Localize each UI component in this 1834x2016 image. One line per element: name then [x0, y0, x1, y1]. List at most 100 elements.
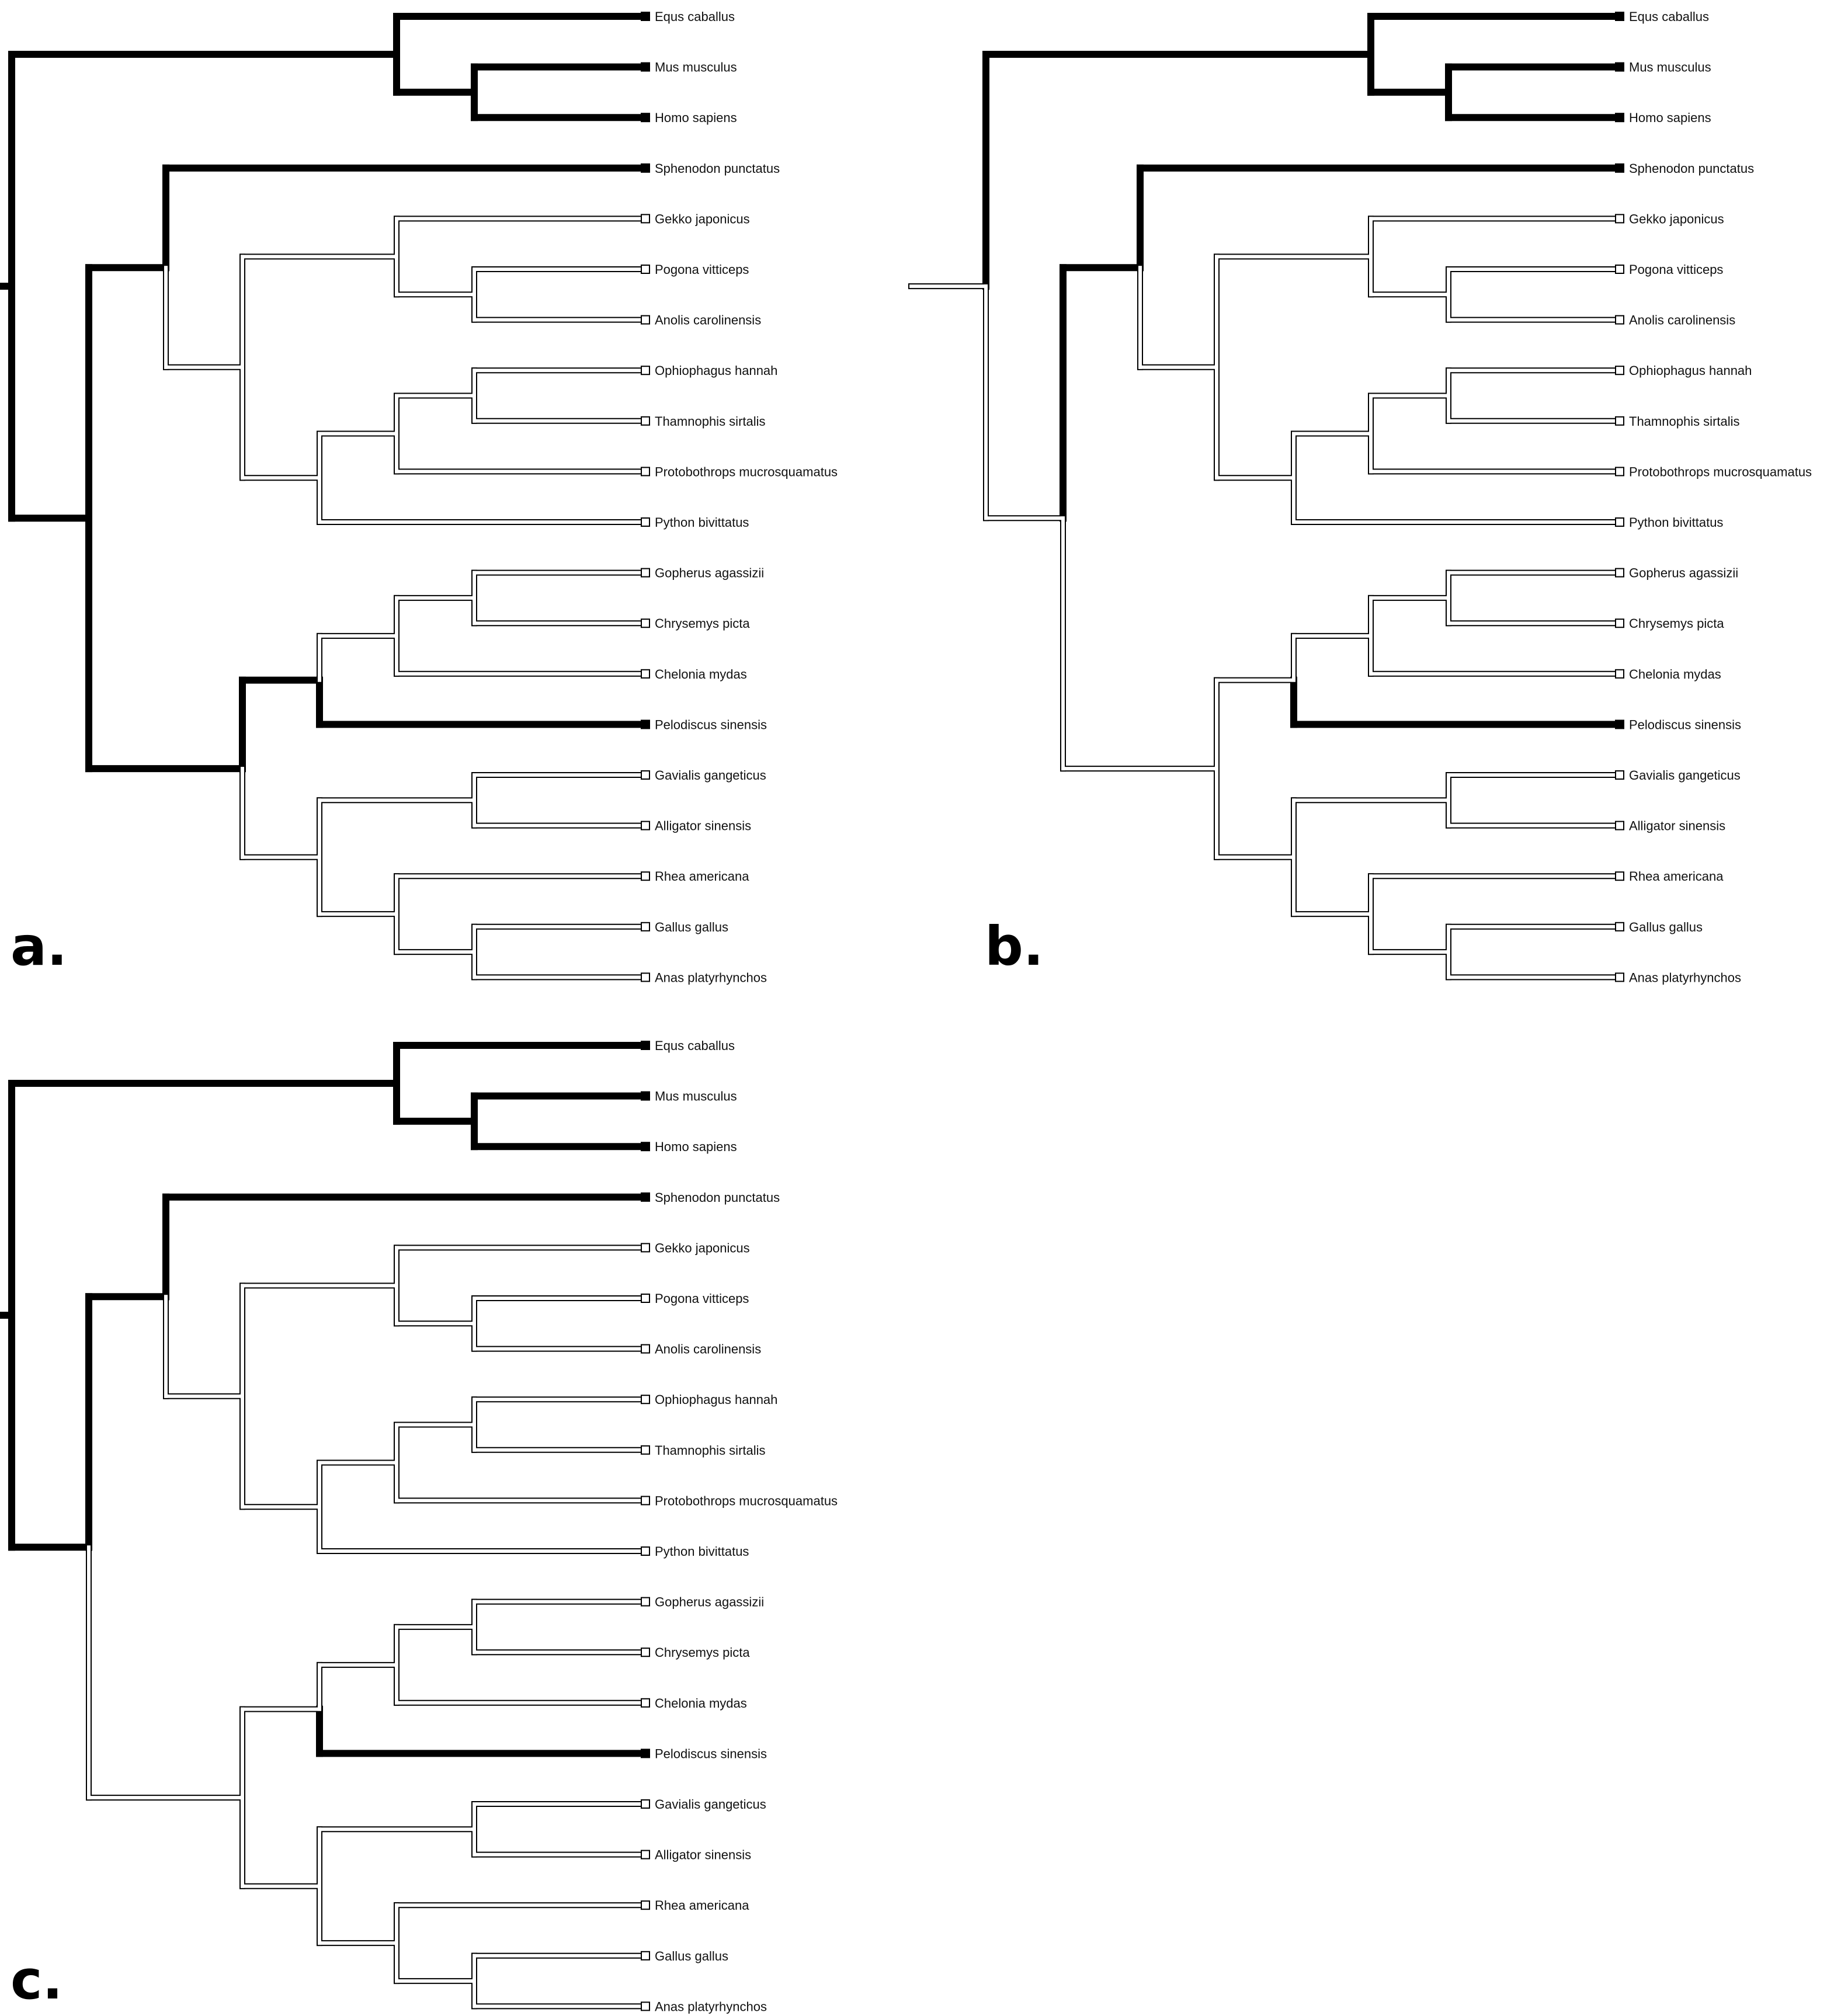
tip-label: Mus musculus — [655, 1089, 737, 1104]
tip-label: Alligator sinensis — [655, 819, 751, 833]
tip-label: Pelodiscus sinensis — [655, 717, 767, 732]
tip-label: Anas platyrhynchos — [655, 1999, 767, 2014]
tip-state-box — [641, 1597, 650, 1607]
tip-label: Chelonia mydas — [655, 1696, 747, 1711]
tip-state-box — [641, 568, 650, 578]
tip-label: Thamnophis sirtalis — [655, 1443, 766, 1458]
tip-label: Equs caballus — [1629, 9, 1709, 24]
tip-state-box — [641, 821, 650, 830]
tip-label: Gopherus agassizii — [1629, 566, 1738, 581]
tip-label: Sphenodon punctatus — [655, 1190, 780, 1205]
tip-state-box — [641, 618, 650, 628]
tip-label: Chrysemys picta — [1629, 616, 1724, 631]
tip-state-box — [641, 1647, 650, 1657]
tip-label: Gavialis gangeticus — [655, 768, 766, 783]
tip-state-box — [641, 719, 650, 729]
tip-label: Pogona vitticeps — [1629, 262, 1723, 277]
tip-label: Mus musculus — [1629, 60, 1711, 75]
tip-state-box — [641, 770, 650, 780]
tip-state-box — [1615, 517, 1624, 527]
tip-state-box — [1615, 669, 1624, 679]
tip-state-box — [1615, 618, 1624, 628]
tip-state-box — [1615, 366, 1624, 376]
tip-state-box — [641, 669, 650, 679]
tip-state-box — [1615, 922, 1624, 931]
tip-state-box — [1615, 315, 1624, 325]
tip-label: Pelodiscus sinensis — [1629, 717, 1741, 732]
tip-state-box — [1615, 770, 1624, 780]
tip-label: Protobothrops mucrosquamatus — [1629, 464, 1812, 479]
tip-state-box — [641, 922, 650, 931]
tip-label: Ophiophagus hannah — [1629, 363, 1752, 378]
tip-label: Gallus gallus — [655, 920, 728, 934]
tip-state-box — [641, 1951, 650, 1961]
tip-label: Anas platyrhynchos — [655, 970, 767, 985]
tip-state-box — [641, 315, 650, 325]
tip-label: Thamnophis sirtalis — [1629, 414, 1740, 429]
tip-state-box — [641, 366, 650, 376]
tip-state-box — [641, 1546, 650, 1556]
tip-state-box — [641, 1192, 650, 1202]
tip-state-box — [641, 1900, 650, 1910]
tip-label: Homo sapiens — [655, 110, 737, 125]
panel-label-b: b. — [985, 915, 1044, 978]
tip-state-box — [641, 1698, 650, 1708]
tip-label: Chelonia mydas — [655, 667, 747, 682]
tip-label: Pogona vitticeps — [655, 1291, 749, 1306]
tip-label: Ophiophagus hannah — [655, 363, 777, 378]
tip-state-box — [1615, 214, 1624, 224]
tip-label: Alligator sinensis — [655, 1848, 751, 1862]
tip-state-box — [1615, 821, 1624, 830]
tip-label: Sphenodon punctatus — [655, 161, 780, 176]
tip-state-box — [641, 871, 650, 881]
tip-state-box — [641, 265, 650, 274]
tip-state-box — [1615, 568, 1624, 578]
tip-label: Python bivittatus — [655, 1544, 749, 1559]
tip-state-box — [641, 1142, 650, 1152]
tip-label: Mus musculus — [655, 60, 737, 75]
tip-state-box — [641, 1243, 650, 1253]
tip-label: Pelodiscus sinensis — [655, 1746, 767, 1761]
tip-label: Ophiophagus hannah — [655, 1392, 777, 1407]
tip-label: Anolis carolinensis — [655, 313, 761, 328]
tip-label: Gallus gallus — [655, 1949, 728, 1963]
tip-label: Alligator sinensis — [1629, 819, 1725, 833]
tip-label: Gopherus agassizii — [655, 1595, 764, 1610]
tip-label: Equs caballus — [655, 9, 735, 24]
tip-state-box — [641, 113, 650, 123]
tip-label: Pogona vitticeps — [655, 262, 749, 277]
tip-state-box — [641, 1344, 650, 1354]
tip-label: Python bivittatus — [1629, 515, 1723, 530]
tip-state-box — [641, 416, 650, 426]
tip-state-box — [1615, 62, 1624, 72]
tip-state-box — [1615, 416, 1624, 426]
tip-state-box — [1615, 265, 1624, 274]
tip-label: Gavialis gangeticus — [655, 1797, 766, 1812]
tip-state-box — [1615, 972, 1624, 982]
tip-label: Gopherus agassizii — [655, 566, 764, 581]
tip-state-box — [641, 1041, 650, 1050]
tip-state-box — [1615, 113, 1624, 123]
tip-state-box — [641, 1294, 650, 1303]
tip-state-box — [1615, 163, 1624, 173]
tip-label: Anolis carolinensis — [655, 1342, 761, 1357]
tip-state-box — [641, 214, 650, 224]
tip-state-box — [641, 1799, 650, 1809]
tip-state-box — [641, 62, 650, 72]
tip-label: Rhea americana — [1629, 869, 1724, 884]
tip-state-box — [641, 1445, 650, 1455]
tip-label: Python bivittatus — [655, 515, 749, 530]
tip-label: Sphenodon punctatus — [1629, 161, 1754, 176]
tip-label: Gekko japonicus — [655, 1240, 750, 1255]
tip-label: Chrysemys picta — [655, 1645, 750, 1660]
tip-label: Gekko japonicus — [655, 211, 750, 226]
tip-state-box — [641, 2001, 650, 2011]
tip-label: Thamnophis sirtalis — [655, 414, 766, 429]
tip-state-box — [1615, 467, 1624, 477]
tip-state-box — [641, 1749, 650, 1758]
